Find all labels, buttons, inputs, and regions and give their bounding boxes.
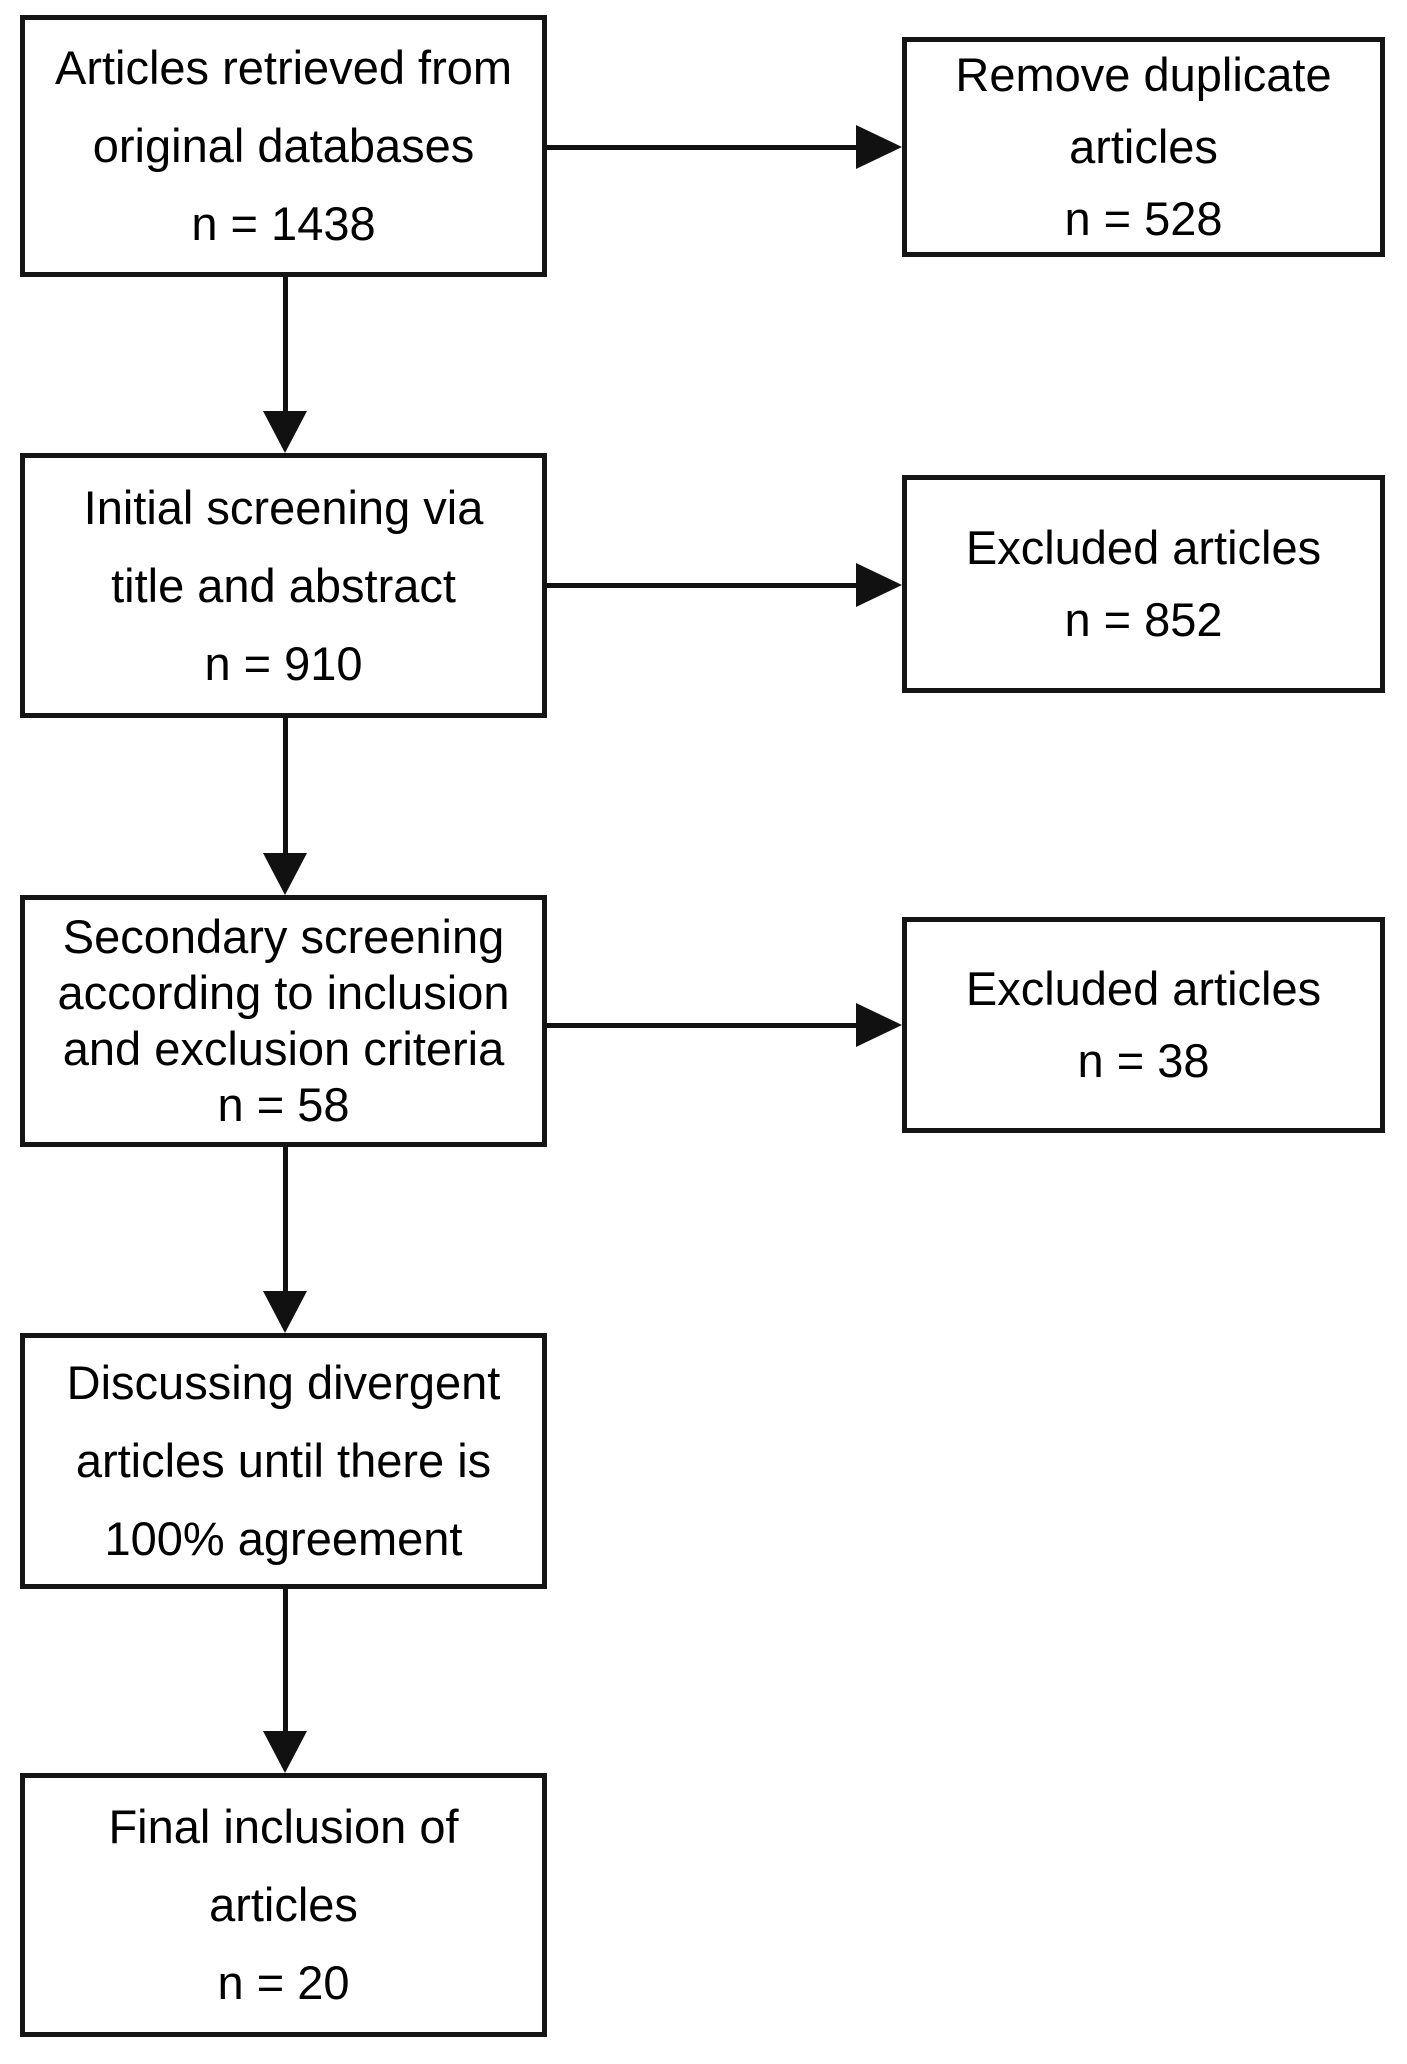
arrow-down-icon bbox=[263, 1291, 307, 1333]
box-line: n = 910 bbox=[204, 636, 363, 690]
box-line: Articles retrieved from bbox=[54, 41, 513, 94]
box-initial-screening: Initial screening via title and abstract… bbox=[20, 453, 547, 718]
box-line: articles bbox=[1069, 120, 1218, 173]
arrow-shaft bbox=[547, 1023, 859, 1028]
box-articles-retrieved: Articles retrieved from original databas… bbox=[20, 15, 547, 277]
box-line: Remove duplicate bbox=[955, 48, 1332, 101]
arrow-shaft bbox=[283, 718, 288, 855]
arrow-shaft bbox=[283, 277, 288, 413]
box-line: original databases bbox=[92, 119, 475, 172]
arrow-shaft bbox=[547, 583, 859, 588]
arrow-shaft bbox=[283, 1589, 288, 1733]
arrow-down-icon bbox=[263, 1731, 307, 1773]
box-line: 100% agreement bbox=[104, 1512, 463, 1565]
box-line: n = 1438 bbox=[191, 197, 376, 250]
box-final-inclusion: Final inclusion of articles n = 20 bbox=[20, 1773, 547, 2037]
box-secondary-screening: Secondary screening according to inclusi… bbox=[20, 895, 547, 1147]
arrow-shaft bbox=[547, 145, 859, 150]
box-line: Secondary screening bbox=[62, 910, 505, 963]
box-line: Initial screening via bbox=[83, 480, 484, 534]
box-line: according to inclusion bbox=[57, 966, 510, 1019]
box-line: n = 38 bbox=[1077, 1034, 1210, 1087]
box-excluded-secondary: Excluded articles n = 38 bbox=[902, 917, 1385, 1133]
box-line: Excluded articles bbox=[965, 521, 1322, 574]
box-discussing-divergent: Discussing divergent articles until ther… bbox=[20, 1333, 547, 1589]
arrow-right-icon bbox=[856, 125, 902, 169]
arrow-down-icon bbox=[263, 411, 307, 453]
box-line: Final inclusion of bbox=[108, 1800, 459, 1853]
arrow-right-icon bbox=[856, 1003, 902, 1047]
box-line: n = 528 bbox=[1064, 192, 1223, 245]
box-remove-duplicates: Remove duplicate articles n = 528 bbox=[902, 37, 1385, 257]
box-excluded-initial: Excluded articles n = 852 bbox=[902, 475, 1385, 693]
box-line: n = 58 bbox=[217, 1078, 350, 1131]
box-line: Discussing divergent bbox=[66, 1356, 501, 1409]
arrow-shaft bbox=[283, 1147, 288, 1293]
box-line: n = 852 bbox=[1064, 593, 1223, 646]
arrow-down-icon bbox=[263, 853, 307, 895]
box-line: n = 20 bbox=[217, 1956, 350, 2009]
arrow-right-icon bbox=[856, 563, 902, 607]
box-line: Excluded articles bbox=[965, 962, 1322, 1015]
box-line: articles until there is bbox=[75, 1434, 492, 1487]
box-line: articles bbox=[209, 1878, 358, 1931]
box-line: and exclusion criteria bbox=[62, 1022, 505, 1075]
box-line: title and abstract bbox=[111, 558, 456, 612]
